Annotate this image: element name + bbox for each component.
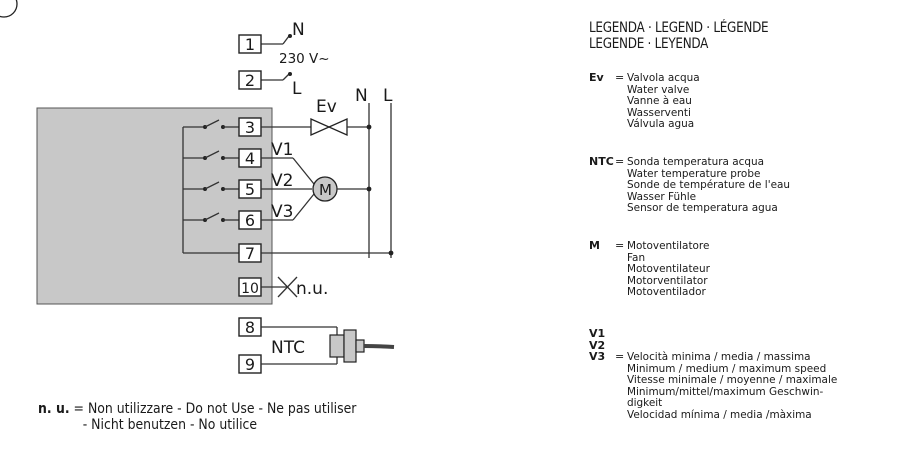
v3-label: V3 (271, 202, 293, 222)
l-supply-point (288, 72, 292, 76)
legend: LEGENDA · LEGEND · LÉGENDE LEGENDE · LEY… (589, 20, 904, 420)
ntc-label: NTC (271, 338, 305, 358)
relay-6 (183, 212, 239, 222)
terminal-number: 7 (245, 244, 255, 263)
nu-note-line2: - Nicht benutzen - No utilice (82, 417, 258, 433)
terminal-number: 3 (245, 118, 255, 137)
l-line-label: L (383, 86, 393, 106)
terminal-3: 3 (238, 117, 262, 137)
water-valve-symbol (310, 117, 348, 137)
legend-title-line1: LEGENDA · LEGEND · LÉGENDE (589, 20, 769, 36)
legend-title-line2: LEGENDE · LEYENDA (589, 36, 709, 52)
terminal-5: 5 (238, 179, 262, 199)
terminal-10: 10 (238, 277, 262, 297)
legend-code: Ev (589, 71, 604, 84)
terminal-6: 6 (238, 210, 262, 230)
nu-note-line1: = Non utilizzare - Do not Use - Ne pas u… (69, 401, 357, 417)
terminal-1: 1 (238, 34, 262, 54)
corner-marker (0, 0, 18, 18)
voltage-label: 230 V~ (279, 51, 330, 67)
motor-label: M (319, 181, 332, 199)
n-label: N (292, 20, 305, 40)
terminal-9: 9 (238, 354, 262, 374)
relay-3 (183, 119, 239, 129)
terminal-number: 1 (245, 35, 255, 54)
l-label: L (292, 79, 302, 99)
controller-housing (36, 107, 273, 305)
not-used-label: n.u. (296, 279, 328, 299)
terminal-number: 8 (245, 318, 255, 337)
n-supply-point (288, 34, 292, 38)
terminal-2: 2 (238, 70, 262, 90)
terminal-number: 9 (245, 355, 255, 374)
relay-4 (183, 150, 239, 160)
v2-label: V2 (271, 171, 293, 191)
legend-code: NTC (589, 155, 614, 168)
legend-code: M (589, 239, 600, 252)
v1-label: V1 (271, 140, 293, 160)
legend-code: V1 V2 V3 (589, 327, 606, 364)
wiring-diagram: 1 2 3 4 5 6 7 10 8 9 N L 230 V~ Ev N L V1 V2 V3 M… (0, 0, 395, 374)
terminal-8: 8 (238, 317, 262, 337)
terminal-7: 7 (238, 243, 262, 263)
not-used-note: n. u. = Non utilizzare - Do not Use - Ne… (38, 401, 408, 433)
terminal-4: 4 (238, 148, 262, 168)
ntc-probe-symbol (329, 329, 395, 363)
terminal-number: 6 (245, 211, 255, 230)
terminal-number: 5 (245, 180, 255, 199)
terminal-number: 10 (241, 281, 259, 297)
relay-5 (183, 181, 239, 191)
ev-label: Ev (316, 97, 337, 117)
nu-abbreviation: n. u. (38, 401, 70, 417)
n-line-label: N (355, 86, 368, 106)
terminal-number: 2 (245, 71, 255, 90)
terminal-number: 4 (245, 149, 255, 168)
